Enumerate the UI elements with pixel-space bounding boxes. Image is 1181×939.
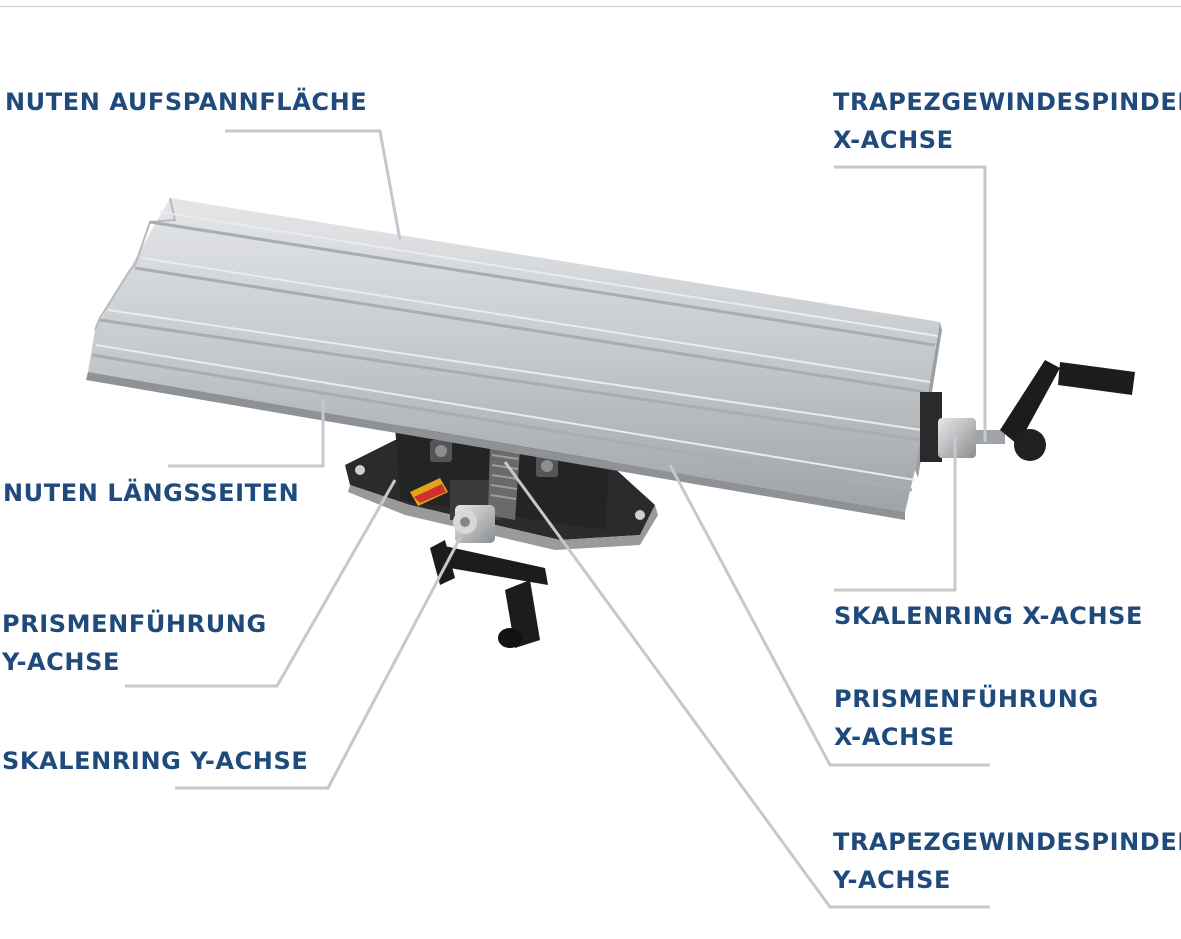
leader-trapez-x <box>834 165 987 442</box>
leader-prismenfuehrung-x <box>668 464 990 767</box>
leader-trapez-y <box>503 461 990 909</box>
label-trapezgewindespindel-x: TRAPEZGEWINDESPINDEL X-ACHSE <box>833 88 1181 154</box>
label-prismenfuehrung-x: PRISMENFÜHRUNG X-ACHSE <box>834 685 1099 751</box>
label-trapezgewindespindel-y: TRAPEZGEWINDESPINDEL Y-ACHSE <box>833 828 1181 894</box>
label-skalenring-y: SKALENRING Y-ACHSE <box>2 747 309 775</box>
leader-nuten-aufspannflaeche <box>225 129 402 241</box>
y-axis-crank <box>430 505 548 648</box>
leader-nuten-laengsseiten <box>168 400 325 468</box>
label-nuten-aufspannflaeche: NUTEN AUFSPANNFLÄCHE <box>5 88 368 116</box>
top-divider <box>0 6 1181 7</box>
label-nuten-laengsseiten: NUTEN LÄNGSSEITEN <box>3 479 300 507</box>
x-axis-crank <box>920 360 1135 462</box>
label-skalenring-x: SKALENRING X-ACHSE <box>834 602 1144 630</box>
label-prismenfuehrung-y: PRISMENFÜHRUNG Y-ACHSE <box>2 610 267 676</box>
leader-skalenring-x <box>834 435 957 592</box>
leader-skalenring-y <box>175 537 462 790</box>
leader-prismenfuehrung-y <box>125 479 397 688</box>
leader-lines <box>125 129 990 909</box>
